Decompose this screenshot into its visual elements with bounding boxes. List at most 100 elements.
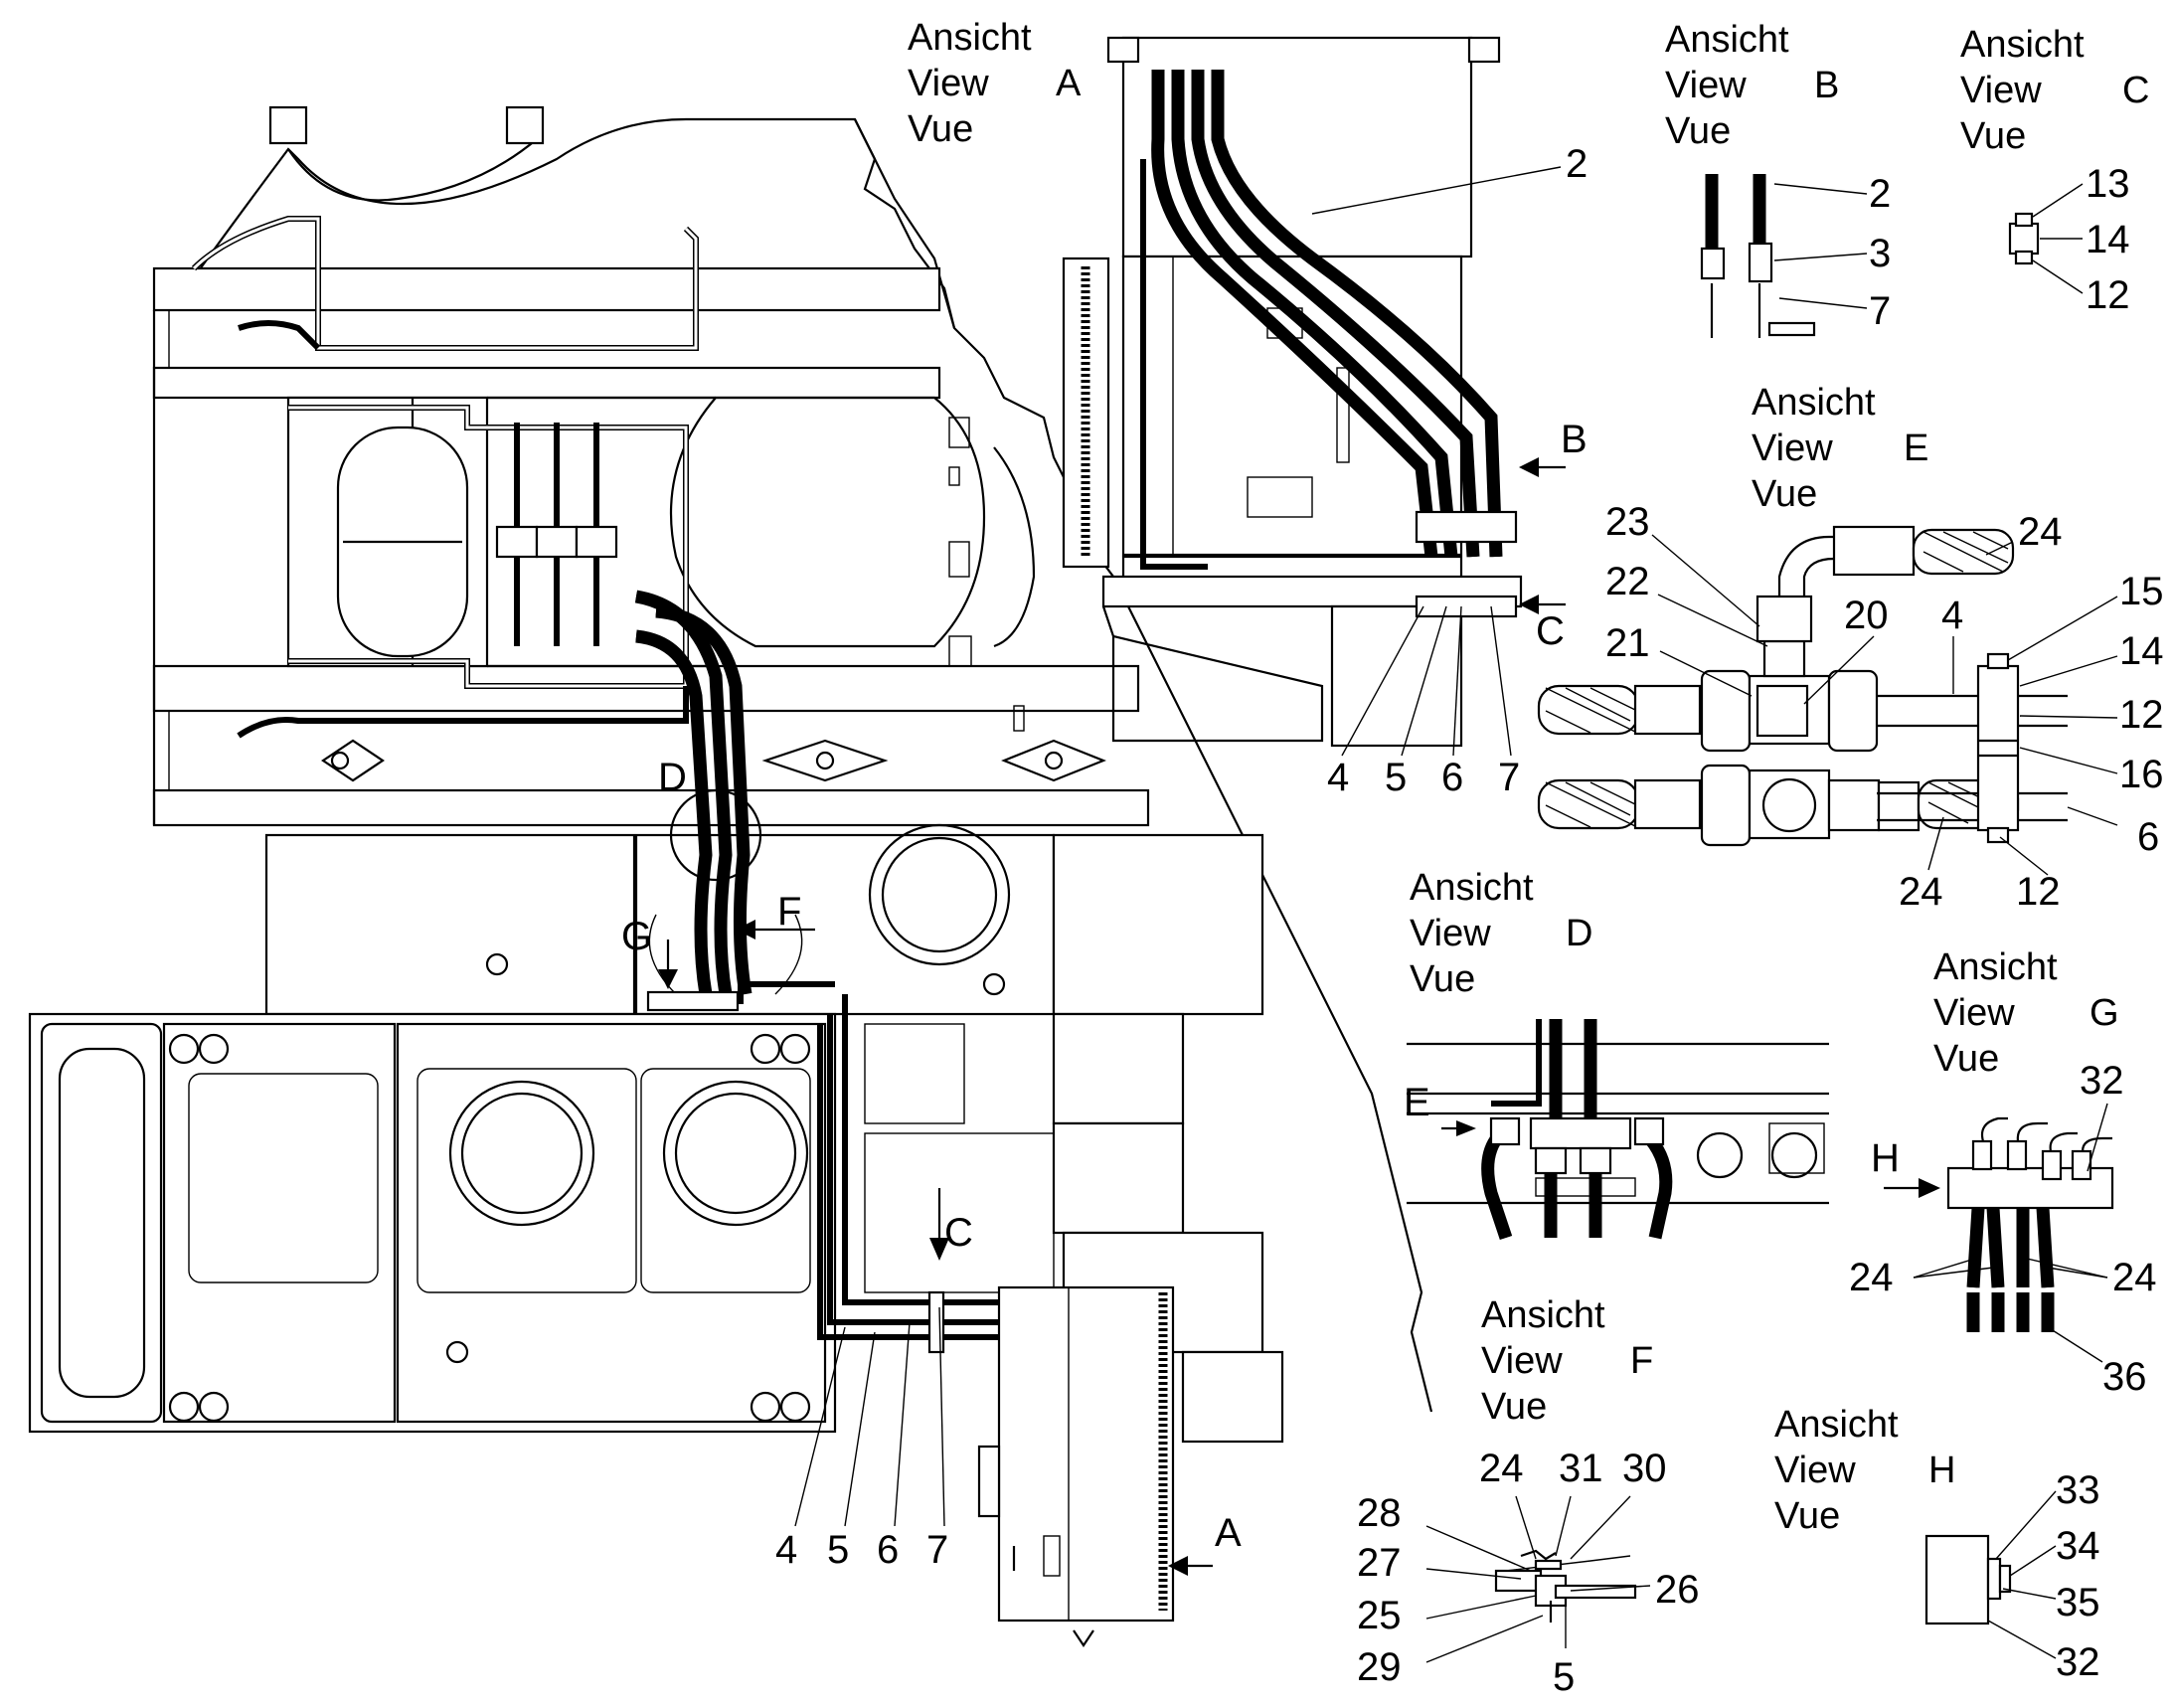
view-b-title-2: View xyxy=(1665,65,1747,106)
callout-g-24-right: 24 xyxy=(2112,1256,2157,1299)
callout-e-23: 23 xyxy=(1605,500,1650,544)
marker-c-top: C xyxy=(1536,609,1565,653)
junction-box-main xyxy=(997,1285,1175,1623)
view-h-letter: H xyxy=(1928,1450,1955,1491)
view-h-block xyxy=(1924,1534,1990,1625)
callout-g-36: 36 xyxy=(2102,1355,2147,1399)
callout-f-26: 26 xyxy=(1655,1568,1700,1612)
view-d-title-3: Vue xyxy=(1410,958,1475,1000)
view-g-detail xyxy=(1884,1103,2114,1363)
view-c-title-2: View xyxy=(1960,70,2042,111)
marker-h: H xyxy=(1871,1136,1900,1180)
view-e-letter: E xyxy=(1904,427,1928,469)
callout-f-30: 30 xyxy=(1622,1447,1667,1490)
callout-h-34: 34 xyxy=(2056,1524,2100,1568)
callout-e-24-top: 24 xyxy=(2018,510,2063,554)
view-c-labels: Ansicht View C Vue 13 14 12 xyxy=(1960,24,2149,317)
callout-a-2: 2 xyxy=(1566,142,1588,186)
callout-f-5: 5 xyxy=(1553,1655,1575,1699)
callout-g-32: 32 xyxy=(2080,1059,2124,1103)
callout-f-25: 25 xyxy=(1357,1594,1402,1637)
main-assembly xyxy=(28,105,1433,1647)
marker-a: A xyxy=(1215,1511,1242,1555)
callout-f-29: 29 xyxy=(1357,1645,1402,1689)
marker-g: G xyxy=(621,915,652,958)
callout-e-16: 16 xyxy=(2119,753,2164,796)
callout-g-24-left: 24 xyxy=(1849,1256,1894,1299)
view-b-labels: Ansicht View B Vue 2 3 7 xyxy=(1665,19,1891,333)
view-h-title-3: Vue xyxy=(1774,1495,1840,1537)
callout-a-4: 4 xyxy=(1327,756,1349,799)
view-a-slot xyxy=(1336,367,1350,463)
view-c-title-3: Vue xyxy=(1960,115,2026,157)
callout-b-3: 3 xyxy=(1869,232,1891,275)
view-c-letter: C xyxy=(2122,70,2149,111)
marker-c-main: C xyxy=(944,1211,973,1255)
callout-e-4: 4 xyxy=(1941,594,1963,637)
view-f-letter: F xyxy=(1630,1340,1653,1382)
casing-broken-edge xyxy=(854,118,1433,1413)
view-b-detail xyxy=(1700,174,1868,338)
marker-f: F xyxy=(777,890,801,934)
view-a-letter: A xyxy=(1056,63,1082,104)
view-g-title-1: Ansicht xyxy=(1933,946,2058,988)
view-f-title-3: Vue xyxy=(1481,1386,1547,1428)
view-c-detail xyxy=(2008,183,2084,294)
callout-e-12-top: 12 xyxy=(2119,693,2164,737)
view-d-title-2: View xyxy=(1410,913,1491,954)
callout-h-33: 33 xyxy=(2056,1468,2100,1512)
view-c-title-1: Ansicht xyxy=(1960,24,2085,66)
callout-e-14: 14 xyxy=(2119,629,2164,673)
marker-d: D xyxy=(658,756,687,799)
detail-d-circle xyxy=(669,788,762,882)
view-f-detail xyxy=(1425,1495,1651,1663)
callout-f-28: 28 xyxy=(1357,1491,1402,1535)
callout-e-12-bottom: 12 xyxy=(2016,870,2061,914)
callout-e-6: 6 xyxy=(2137,815,2159,859)
view-g-labels: Ansicht View G Vue 32 24 24 36 H xyxy=(1849,946,2157,1399)
callout-a-5: 5 xyxy=(1385,756,1407,799)
view-d-detail xyxy=(1407,1019,1829,1241)
callout-c-14: 14 xyxy=(2086,218,2130,261)
view-e-title-2: View xyxy=(1752,427,1833,469)
view-h-title-1: Ansicht xyxy=(1774,1404,1899,1446)
view-a-detail xyxy=(1062,36,1566,757)
marker-b: B xyxy=(1561,418,1588,461)
view-b-title-1: Ansicht xyxy=(1665,19,1789,61)
callout-e-15: 15 xyxy=(2119,570,2164,613)
callout-h-32: 32 xyxy=(2056,1640,2100,1684)
callout-main-7: 7 xyxy=(926,1528,948,1572)
view-e-detail xyxy=(1537,525,2118,876)
view-b-letter: B xyxy=(1814,65,1839,106)
callout-main-6: 6 xyxy=(877,1528,899,1572)
callout-b-2: 2 xyxy=(1869,172,1891,216)
view-d-letter: D xyxy=(1566,913,1592,954)
view-h-detail xyxy=(1924,1490,2057,1659)
callout-f-31: 31 xyxy=(1559,1447,1603,1490)
view-d-labels: Ansicht View D Vue E xyxy=(1404,867,1592,1124)
callout-e-20: 20 xyxy=(1844,594,1889,637)
callout-h-35: 35 xyxy=(2056,1581,2100,1624)
view-e-title-1: Ansicht xyxy=(1752,382,1876,424)
view-f-title-2: View xyxy=(1481,1340,1563,1382)
view-h-title-2: View xyxy=(1774,1450,1856,1491)
callout-e-22: 22 xyxy=(1605,560,1650,603)
callout-e-21: 21 xyxy=(1605,621,1650,665)
view-g-title-3: Vue xyxy=(1933,1038,1999,1080)
callout-main-4: 4 xyxy=(775,1528,797,1572)
callout-main-5: 5 xyxy=(827,1528,849,1572)
view-g-letter: G xyxy=(2089,992,2119,1034)
callout-f-24: 24 xyxy=(1479,1447,1524,1490)
view-e-title-3: Vue xyxy=(1752,473,1817,515)
marker-e: E xyxy=(1404,1081,1430,1124)
callout-a-7: 7 xyxy=(1498,756,1520,799)
callout-f-27: 27 xyxy=(1357,1541,1402,1585)
view-g-title-2: View xyxy=(1933,992,2015,1034)
callout-c-13: 13 xyxy=(2086,162,2130,206)
view-e-labels: Ansicht View E Vue 23 22 21 20 4 24 15 1… xyxy=(1605,382,2164,914)
callout-a-6: 6 xyxy=(1441,756,1463,799)
callout-e-24-bottom: 24 xyxy=(1899,870,1943,914)
callout-c-12: 12 xyxy=(2086,273,2130,317)
